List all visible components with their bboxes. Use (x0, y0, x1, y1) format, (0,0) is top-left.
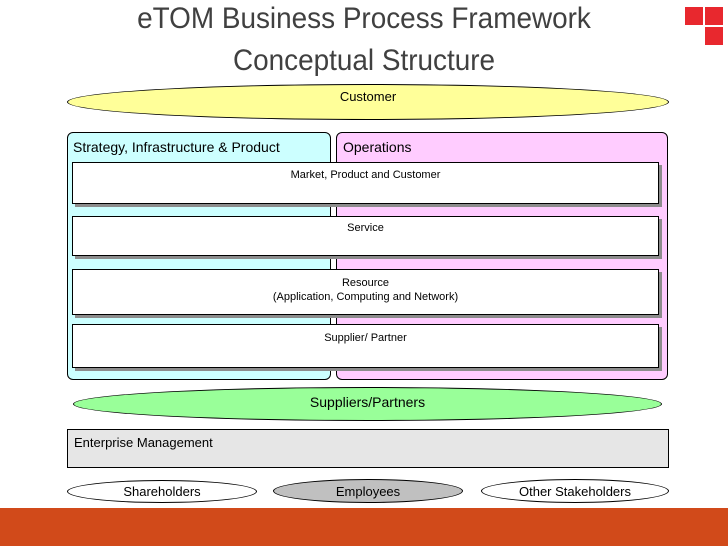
layer-resource: Resource (Application, Computing and Net… (72, 269, 659, 315)
layer-market-product-customer: Market, Product and Customer (72, 162, 659, 204)
layer-supplier-partner: Supplier/ Partner (72, 324, 659, 368)
layer-service: Service (72, 216, 659, 256)
title-line-1: eTOM Business Process Framework (137, 2, 591, 35)
suppliers-partners-label: Suppliers/Partners (309, 394, 426, 410)
layer-market-label: Market, Product and Customer (290, 169, 441, 181)
employees-ellipse: Employees (273, 479, 463, 503)
employees-label: Employees (335, 483, 401, 499)
enterprise-label: Enterprise Management (74, 435, 213, 450)
layer-service-label: Service (347, 222, 384, 234)
sip-label: Strategy, Infrastructure & Product (73, 139, 280, 155)
layer-resource-sublabel: (Application, Computing and Network) (272, 291, 459, 303)
other-stakeholders-label: Other Stakeholders (518, 483, 631, 499)
layer-supplier-label: Supplier/ Partner (324, 332, 407, 344)
other-stakeholders-ellipse: Other Stakeholders (481, 479, 669, 503)
footer-band (0, 508, 728, 546)
ops-label: Operations (343, 139, 412, 155)
customer-label: Customer (339, 88, 397, 104)
suppliers-partners-ellipse: Suppliers/Partners (73, 387, 662, 421)
title-line-2: Conceptual Structure (232, 44, 496, 77)
layer-resource-label: Resource (341, 277, 390, 289)
shareholders-ellipse: Shareholders (67, 480, 257, 503)
logo-icon (684, 6, 724, 46)
enterprise-management-bar: Enterprise Management (67, 429, 669, 468)
shareholders-label: Shareholders (123, 484, 201, 499)
customer-ellipse: Customer (67, 84, 669, 120)
